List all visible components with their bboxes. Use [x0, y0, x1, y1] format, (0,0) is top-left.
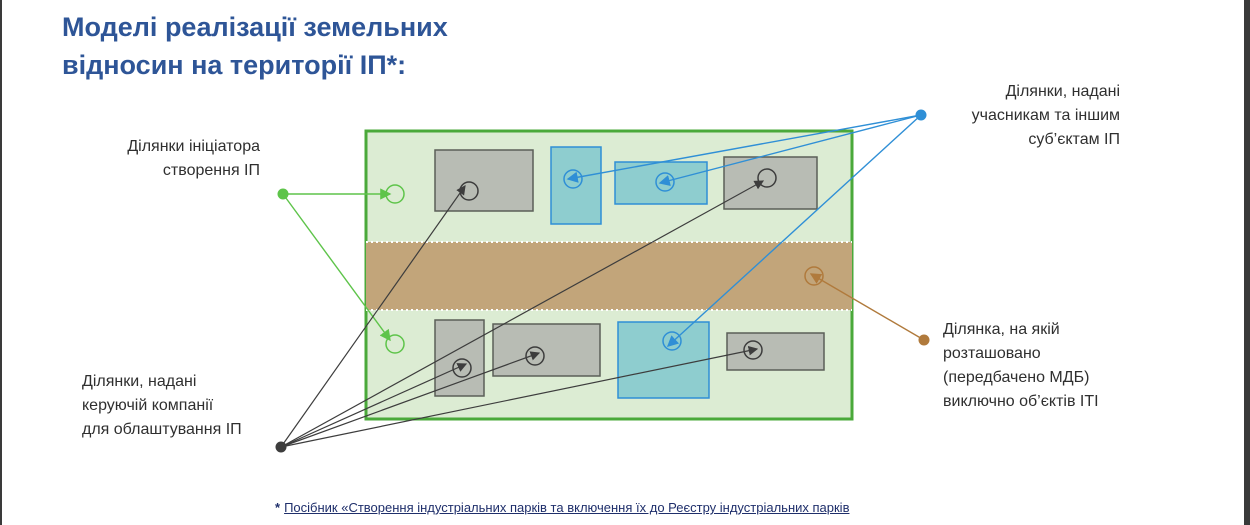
infrastructure-source-dot-icon — [918, 334, 930, 346]
arrow-participants-1 — [566, 114, 922, 183]
target-infrastructure-icon — [804, 266, 824, 286]
arrow-management-2 — [280, 180, 765, 448]
arrow-management-4 — [280, 351, 541, 448]
target-plot-bottom-1-icon — [452, 358, 472, 378]
plot-bottom-3 — [617, 321, 710, 399]
arrow-participants-2 — [658, 114, 922, 186]
footnote: *Посібник «Створення індустріальних парк… — [275, 500, 849, 515]
plot-top-2 — [550, 146, 602, 225]
road-strip — [366, 242, 852, 310]
footnote-link[interactable]: Посібник «Створення індустріальних паркі… — [284, 500, 850, 515]
arrow-management-1 — [280, 185, 466, 448]
footnote-marker: * — [275, 500, 281, 515]
label-infrastructure-line-2: розташовано — [943, 345, 1041, 362]
plot-top-4 — [723, 156, 818, 210]
right-edge — [1244, 0, 1250, 525]
arrow-initiator-bottom — [282, 193, 391, 342]
target-plot-top-3-icon — [655, 172, 675, 192]
label-infrastructure: Ділянка, на якій розташовано (передбачен… — [943, 318, 1143, 414]
label-participants: Ділянки, надані учасникам та іншим суб’є… — [922, 80, 1120, 152]
plot-bottom-2 — [492, 323, 601, 377]
target-initiator-bottom-icon — [385, 334, 405, 354]
left-edge — [0, 0, 2, 525]
arrow-infrastructure — [809, 273, 925, 341]
label-initiator-line-2: створення ІП — [162, 162, 260, 179]
page-title: Моделі реалізації земельних відносин на … — [62, 8, 448, 84]
label-infrastructure-line-4: виключно об’єктів ІТІ — [943, 393, 1099, 410]
label-participants-line-2: учасникам та іншим — [971, 107, 1120, 124]
plot-bottom-4 — [726, 332, 825, 371]
plot-bottom-1 — [434, 319, 485, 397]
label-initiator: Ділянки ініціатора створення ІП — [88, 135, 260, 183]
arrow-management-5 — [280, 345, 759, 448]
label-management: Ділянки, надані керуючій компанії для об… — [82, 370, 282, 442]
title-line-1: Моделі реалізації земельних — [62, 12, 448, 42]
arrow-participants-3 — [666, 114, 922, 347]
title-line-2: відносин на території ІП*: — [62, 50, 407, 80]
target-plot-bottom-2-icon — [525, 346, 545, 366]
participants-source-dot-icon — [915, 109, 927, 121]
target-plot-bottom-3-icon — [662, 331, 682, 351]
initiator-source-dot-icon — [277, 188, 289, 200]
label-infrastructure-line-3: (передбачено МДБ) — [943, 369, 1090, 386]
target-plot-bottom-4-icon — [743, 340, 763, 360]
arrow-management-3 — [280, 363, 468, 448]
label-initiator-line-1: Ділянки ініціатора — [127, 138, 260, 155]
label-management-line-1: Ділянки, надані — [82, 373, 197, 390]
label-management-line-2: керуючій компанії — [82, 397, 214, 414]
target-plot-top-2-icon — [563, 169, 583, 189]
label-infrastructure-line-1: Ділянка, на якій — [943, 321, 1060, 338]
label-management-line-3: для облаштування ІП — [82, 421, 242, 438]
management-source-dot-icon — [275, 441, 287, 453]
label-participants-line-3: суб’єктам ІП — [1028, 131, 1120, 148]
label-participants-line-1: Ділянки, надані — [1005, 83, 1120, 100]
plot-top-1 — [434, 149, 534, 212]
target-plot-top-4-icon — [757, 168, 777, 188]
